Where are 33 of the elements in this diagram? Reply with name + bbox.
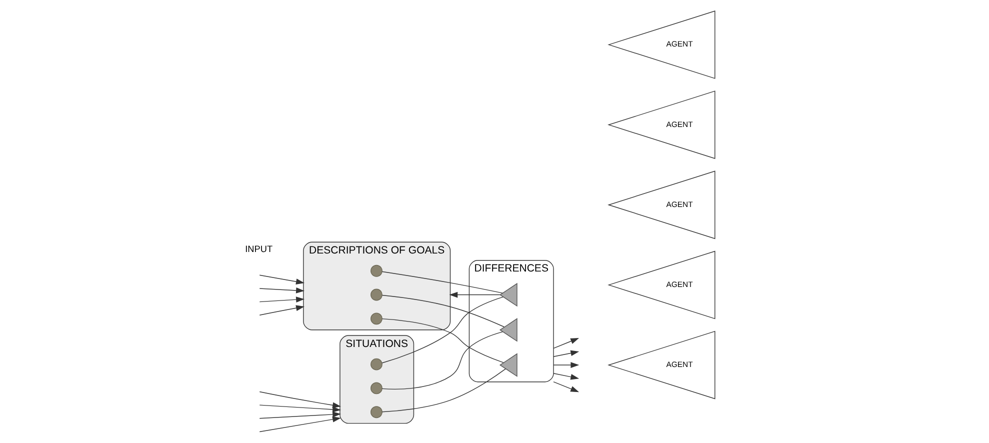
node-circle [370, 288, 382, 301]
node-circle [370, 312, 382, 325]
node-triangle [500, 353, 518, 377]
arrow [259, 412, 342, 432]
node-circle [370, 264, 382, 277]
cluster: DESCRIPTIONS OF GOALS [303, 242, 451, 330]
connector [382, 296, 504, 364]
arrow [553, 350, 580, 357]
arrow [259, 391, 342, 412]
node-triangle [500, 318, 518, 342]
connector [382, 271, 503, 294]
arrow [259, 402, 342, 418]
connector [382, 368, 506, 412]
connector [382, 331, 503, 390]
cluster: SITUATIONS [340, 335, 414, 424]
arrow [259, 274, 304, 284]
arrow [259, 305, 304, 316]
arrow [449, 292, 500, 298]
arrow [259, 406, 342, 422]
arrow [553, 381, 580, 392]
connector [382, 294, 504, 328]
arrow [553, 362, 580, 368]
arrow [553, 338, 580, 349]
arrow [259, 288, 304, 294]
arrow [259, 296, 304, 303]
cluster: DIFFERENCES [468, 260, 554, 382]
arrow [553, 373, 580, 380]
label: INPUT [245, 244, 273, 254]
node-triangle [500, 282, 518, 307]
node-circle [370, 406, 382, 418]
node-circle [370, 382, 382, 394]
node-circle [370, 358, 382, 370]
connector [382, 318, 504, 363]
